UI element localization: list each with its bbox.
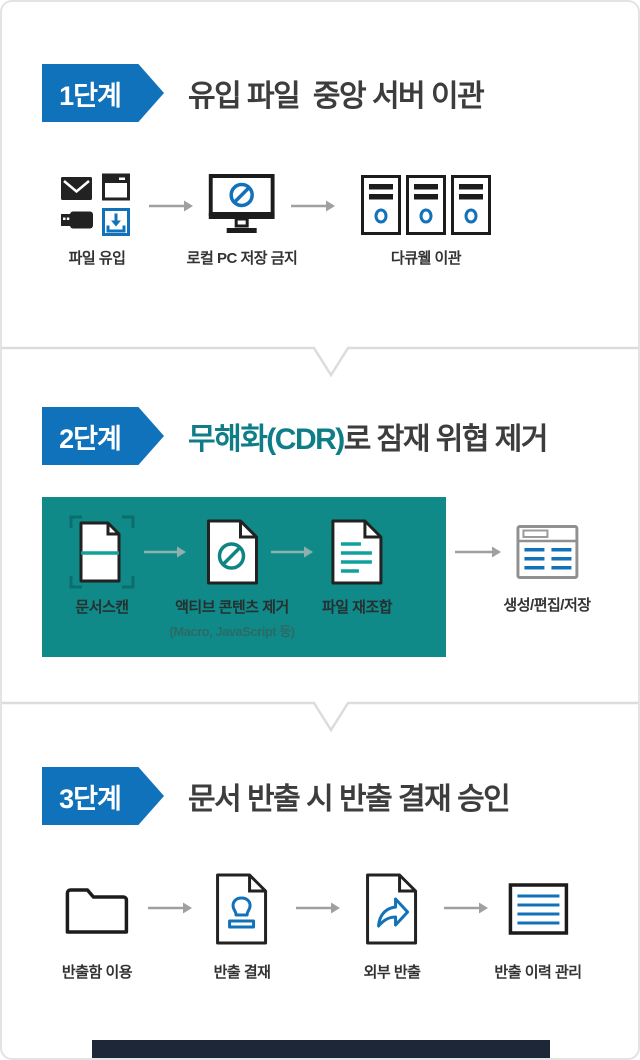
step-2-badge-label: 2단계 xyxy=(59,423,122,454)
step1-item-local-pc-block: 로컬 PC 저장 금지 xyxy=(187,170,298,268)
content-lines xyxy=(523,548,571,570)
flow-arrow-icon xyxy=(270,544,314,565)
item-label: 로컬 PC 저장 금지 xyxy=(186,250,298,267)
flow-arrow-icon xyxy=(290,198,336,219)
step3-item-external-export: 외부 반출 xyxy=(364,864,421,982)
step-3-badge: 3단계 xyxy=(42,767,164,825)
section-divider-chevron xyxy=(2,346,638,378)
server-rack-icon xyxy=(361,170,491,240)
item-label: 다큐웰 이관 xyxy=(390,250,462,267)
section-divider-chevron xyxy=(2,701,638,733)
step2-item-file-reassembly: 파일 재조합 xyxy=(321,515,393,617)
item-label: 반출 이력 관리 xyxy=(494,964,582,981)
item-label: 문서스캔 xyxy=(75,599,129,616)
document-scan-icon xyxy=(69,515,135,589)
flow-arrow-icon xyxy=(454,544,502,565)
step2-item-active-content-removal: 액티브 콘텐츠 제거 (Macro, JavaScript 등) xyxy=(169,515,295,640)
file-reassembly-icon xyxy=(330,515,384,589)
flow-arrow-icon xyxy=(295,900,341,921)
flow-arrow-icon xyxy=(443,900,489,921)
active-content-removal-icon xyxy=(205,515,259,589)
item-label: 파일 재조합 xyxy=(321,599,393,616)
item-label: 외부 반출 xyxy=(363,964,421,981)
external-export-document-icon xyxy=(365,864,419,954)
step-1-badge-label: 1단계 xyxy=(59,80,122,111)
step-3-badge-label: 3단계 xyxy=(59,783,122,814)
item-label: 반출 결재 xyxy=(213,964,271,981)
item-label: 액티브 콘텐츠 제거 xyxy=(175,599,289,616)
text-lines xyxy=(340,542,372,573)
no-entry-icon xyxy=(217,542,245,570)
usb-icon xyxy=(61,211,93,229)
item-sublabel: (Macro, JavaScript 등) xyxy=(169,624,295,639)
approval-stamp-document-icon xyxy=(215,864,269,954)
no-entry-icon xyxy=(229,182,255,208)
step3-item-export-folder: 반출함 이용 xyxy=(61,864,133,982)
flow-arrow-icon xyxy=(148,198,194,219)
envelope-icon xyxy=(61,177,92,200)
step1-item-file-input: 파일 유입 xyxy=(60,170,134,268)
export-folder-icon xyxy=(65,864,129,954)
stamp-icon xyxy=(228,896,256,929)
item-label: 반출함 이용 xyxy=(61,964,133,981)
step2-item-editor: 생성/편집/저장 xyxy=(503,517,591,615)
browser-icon xyxy=(102,173,130,201)
editor-window-icon xyxy=(515,517,578,587)
step-1-badge: 1단계 xyxy=(42,64,164,122)
step-2-title-accent: 무해화(CDR) xyxy=(188,423,345,456)
footer-bar xyxy=(92,1040,550,1058)
file-sources-icon xyxy=(60,170,134,240)
step-1-title: 유입 파일 중앙 서버 이관 xyxy=(188,80,485,113)
monitor-block-icon xyxy=(208,170,275,240)
export-history-list-icon xyxy=(508,864,568,954)
step2-item-document-scan: 문서스캔 xyxy=(69,515,135,617)
list-lines xyxy=(516,894,559,925)
share-arrow-icon xyxy=(377,897,410,928)
download-icon xyxy=(102,208,130,236)
step-3-title: 문서 반출 시 반출 결재 승인 xyxy=(188,783,511,816)
step-2-badge: 2단계 xyxy=(42,407,164,465)
step1-item-server-transfer: 다큐웰 이관 xyxy=(361,170,491,268)
flow-arrow-icon xyxy=(147,900,193,921)
step3-item-history: 반출 이력 관리 xyxy=(494,864,582,982)
flow-arrow-icon xyxy=(143,544,187,565)
scan-brackets xyxy=(69,515,135,589)
item-label: 생성/편집/저장 xyxy=(503,597,591,614)
step-2-title: 무해화(CDR)로 잠재 위협 제거 xyxy=(188,407,549,465)
item-label: 파일 유입 xyxy=(68,250,126,267)
step3-item-approval: 반출 결재 xyxy=(214,864,271,982)
